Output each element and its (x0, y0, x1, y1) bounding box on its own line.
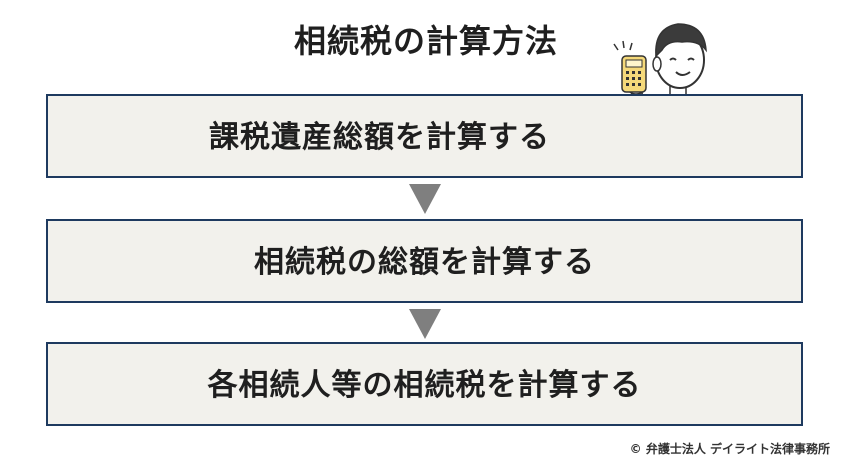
diagram-title: 相続税の計算方法 (226, 16, 626, 66)
down-arrow-icon (409, 184, 441, 214)
step-box-1: 課税遺産総額を計算する (46, 94, 803, 178)
down-arrow-icon (409, 309, 441, 339)
step-label: 各相続人等の相続税を計算する (208, 360, 642, 404)
step-label: 課税遺産総額を計算する (209, 112, 550, 156)
step-box-3: 各相続人等の相続税を計算する (46, 342, 803, 426)
step-box-2: 相続税の総額を計算する (46, 219, 803, 303)
copyright-text: © 弁護士法人 デイライト法律事務所 (630, 440, 830, 457)
step-label: 相続税の総額を計算する (254, 237, 595, 281)
